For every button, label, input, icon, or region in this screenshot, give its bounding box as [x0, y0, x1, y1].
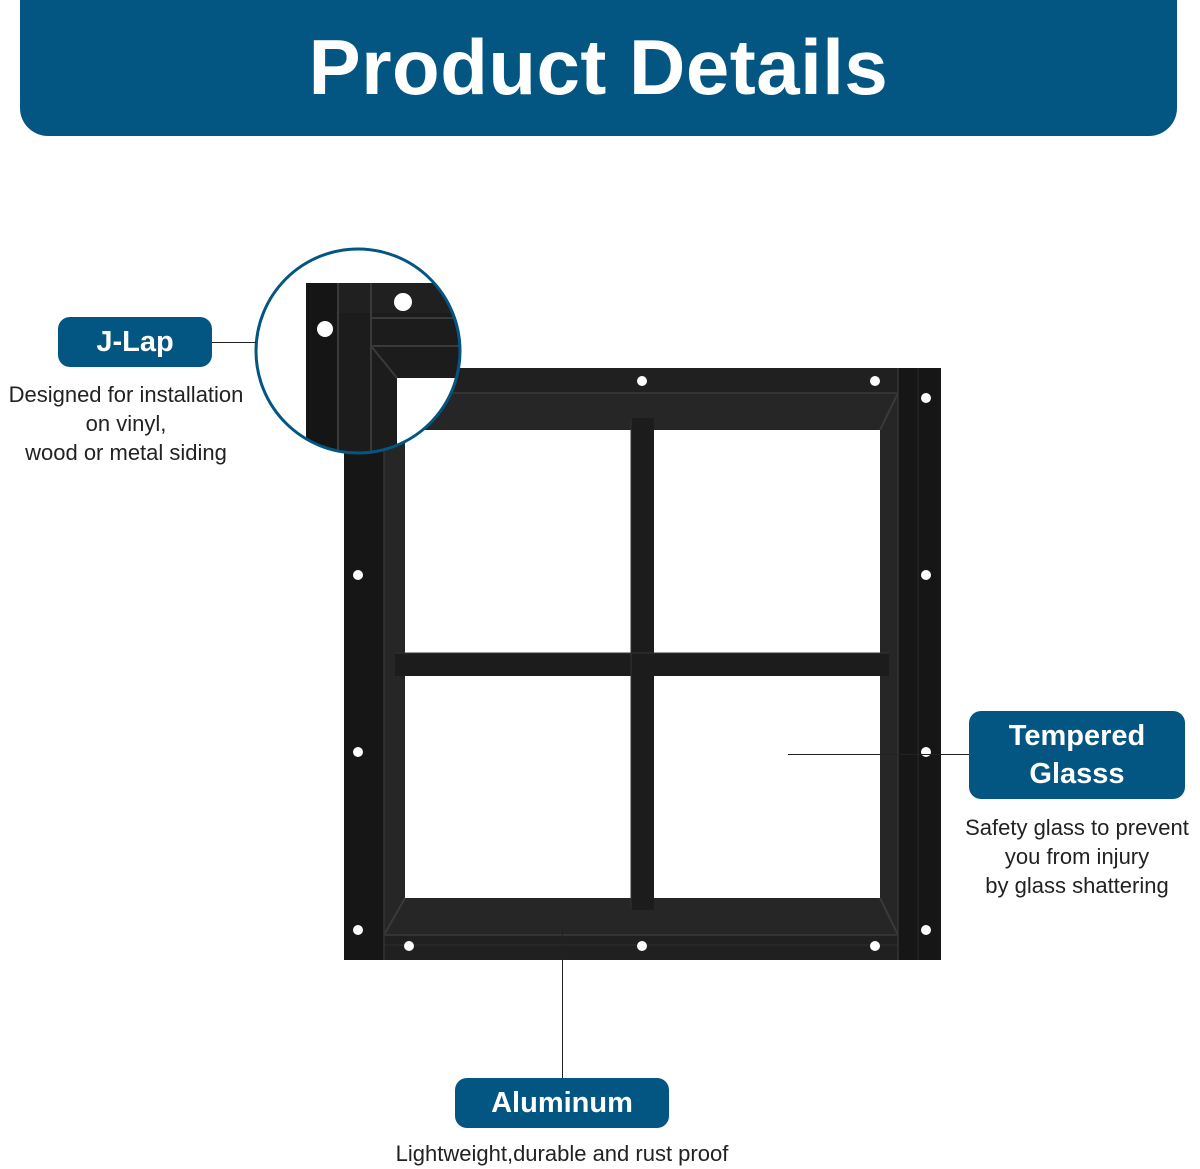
jlap-badge: J-Lap — [58, 317, 212, 367]
glass-label-line2: Glasss — [1029, 758, 1125, 790]
glass-badge: Tempered Glasss — [969, 711, 1185, 799]
glass-description: Safety glass to prevent you from injury … — [965, 815, 1189, 898]
header-banner: Product Details — [20, 0, 1177, 136]
aluminum-description: Lightweight,durable and rust proof — [395, 1141, 729, 1166]
aluminum-badge: Aluminum — [455, 1078, 669, 1128]
glass-connector-line — [788, 754, 969, 755]
aluminum-connector-line — [562, 924, 563, 1078]
jlap-label: J-Lap — [96, 325, 174, 358]
page-title: Product Details — [308, 23, 889, 111]
glass-label-line1: Tempered — [1008, 720, 1146, 752]
jlap-description: Designed for installation on vinyl, wood… — [8, 382, 244, 465]
jlap-connector-line — [212, 342, 256, 343]
aluminum-label: Aluminum — [491, 1086, 633, 1119]
